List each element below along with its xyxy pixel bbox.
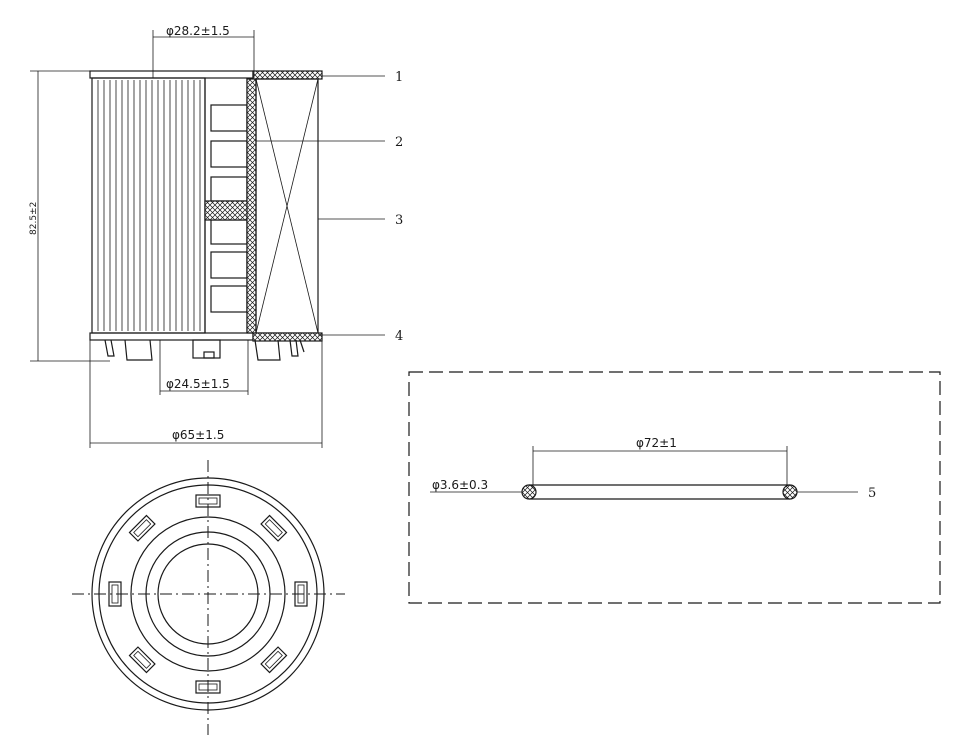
dim-oring-diameter-label: φ72±1 [636,436,677,450]
top-endcap [89,70,254,79]
pleat-lines [97,80,201,331]
callout-4: 4 [395,329,403,344]
oring-detail: φ72±1 φ3.6±0.3 5 [408,371,941,604]
end-view-lug [128,514,156,542]
end-view-lug [128,646,156,674]
core-rib-section [204,200,253,221]
core-wall-section [246,78,257,334]
oring-section-left [521,484,537,500]
end-view-lug [260,646,288,674]
callout-1: 1 [395,70,403,85]
end-view-lug [108,581,122,607]
bottom-endcap [89,332,254,341]
bottom-endcap-section [252,332,323,342]
bottom-lugs [104,339,305,361]
end-view-lug [195,680,221,694]
dim-bottom-bore: φ24.5±1.5 [159,340,249,395]
callout-2: 2 [395,135,403,150]
oring-section-right [782,484,798,500]
detail-frame [408,371,941,604]
dim-height-label: 82.5±2 [29,202,39,235]
dim-top-bore-label: φ28.2±1.5 [166,24,230,38]
dim-height: 82.5±2 [29,70,110,362]
side-section-view [89,70,323,361]
end-view-lug [294,581,308,607]
dim-outer-diameter: φ65±1.5 [89,340,323,448]
callout-3: 3 [395,213,403,228]
top-endcap-section [252,70,323,80]
dim-bottom-bore-label: φ24.5±1.5 [166,377,230,391]
callouts: 1 2 3 4 [256,70,403,344]
end-view-lugs [108,494,308,694]
dim-top-bore: φ28.2±1.5 [152,24,255,78]
end-view-lug [195,494,221,508]
dim-oring-section-label: φ3.6±0.3 [432,478,488,492]
dim-outer-diameter-label: φ65±1.5 [172,428,224,442]
end-view-lug [260,514,288,542]
end-view [72,460,345,735]
callout-5: 5 [868,486,876,501]
